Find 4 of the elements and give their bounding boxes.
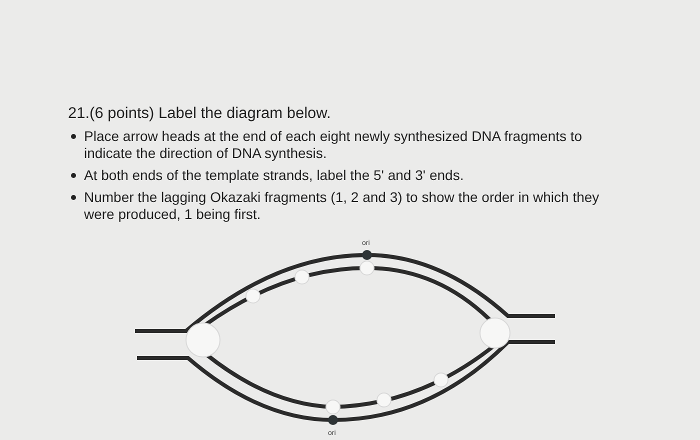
instruction-text: Number the lagging Okazaki fragments (1, 2 and 3) to show the order in which they were produced, 1 being first. bbox=[84, 189, 600, 223]
instruction-text: At both ends of the template strands, label the 5' and 3' ends. bbox=[84, 167, 465, 184]
question-heading: 21.(6 points) Label the diagram below. bbox=[68, 105, 331, 123]
instruction-text: Place arrow heads at the end of each eight newly synthesized DNA fragments to indicate the direction of DNA synthesis. bbox=[84, 128, 584, 162]
